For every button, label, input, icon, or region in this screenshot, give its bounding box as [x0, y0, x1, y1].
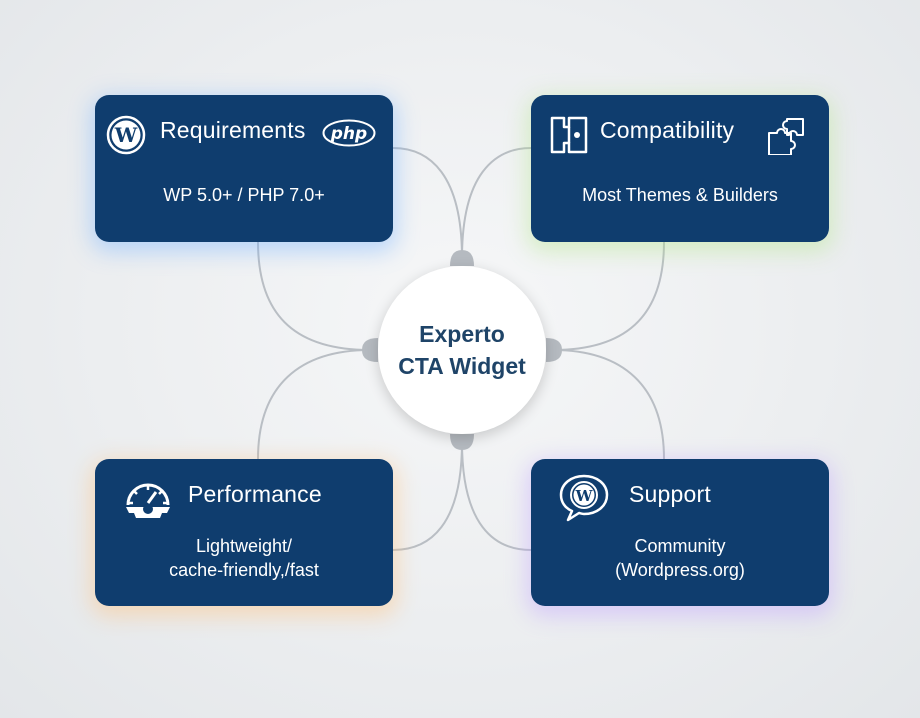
- performance-desc-line-2: cache-friendly,/fast: [169, 560, 319, 580]
- svg-text:W: W: [575, 487, 594, 505]
- performance-card: Performance Lightweight/ cache-friendly,…: [95, 459, 393, 606]
- connector-node-top: [450, 250, 474, 266]
- hub-title-line-1: Experto: [419, 321, 505, 347]
- php-badge-text: php: [330, 124, 367, 144]
- compatibility-title: Compatibility: [600, 117, 735, 143]
- requirements-desc: WP 5.0+ / PHP 7.0+: [95, 183, 393, 207]
- support-desc-line-1: Community: [634, 536, 726, 556]
- compatibility-desc: Most Themes & Builders: [531, 183, 829, 207]
- compatibility-desc-line: Most Themes & Builders: [582, 185, 778, 205]
- svg-text:W: W: [114, 123, 138, 147]
- performance-title: Performance: [188, 481, 322, 507]
- requirements-desc-line: WP 5.0+ / PHP 7.0+: [163, 185, 325, 205]
- support-desc-line-2: (Wordpress.org): [615, 560, 745, 580]
- requirements-card: W Requirements php WP 5.0+ / PHP 7.0+: [95, 95, 393, 242]
- builder-icon: [550, 116, 588, 154]
- connector-node-bottom: [450, 434, 474, 450]
- connector-node-right: [546, 338, 562, 362]
- support-card: W Support Community (Wordpress.org): [531, 459, 829, 606]
- speedometer-gear-icon: [126, 483, 170, 518]
- support-desc: Community (Wordpress.org): [531, 534, 829, 582]
- hub-title-line-2: CTA Widget: [398, 353, 526, 379]
- wordpress-chat-icon: W: [559, 474, 609, 522]
- wordpress-icon: W: [106, 115, 146, 155]
- performance-desc-line-1: Lightweight/: [195, 536, 293, 556]
- compatibility-card: Compatibility Most Themes & Builders: [531, 95, 829, 242]
- performance-desc: Lightweight/ cache-friendly,/fast: [95, 534, 393, 582]
- php-logo-icon: php: [322, 119, 376, 147]
- puzzle-icon: [768, 118, 804, 155]
- requirements-title: Requirements: [160, 117, 306, 143]
- connector-node-left: [362, 338, 378, 362]
- center-hub: Experto CTA Widget: [378, 266, 546, 434]
- support-title: Support: [629, 481, 711, 507]
